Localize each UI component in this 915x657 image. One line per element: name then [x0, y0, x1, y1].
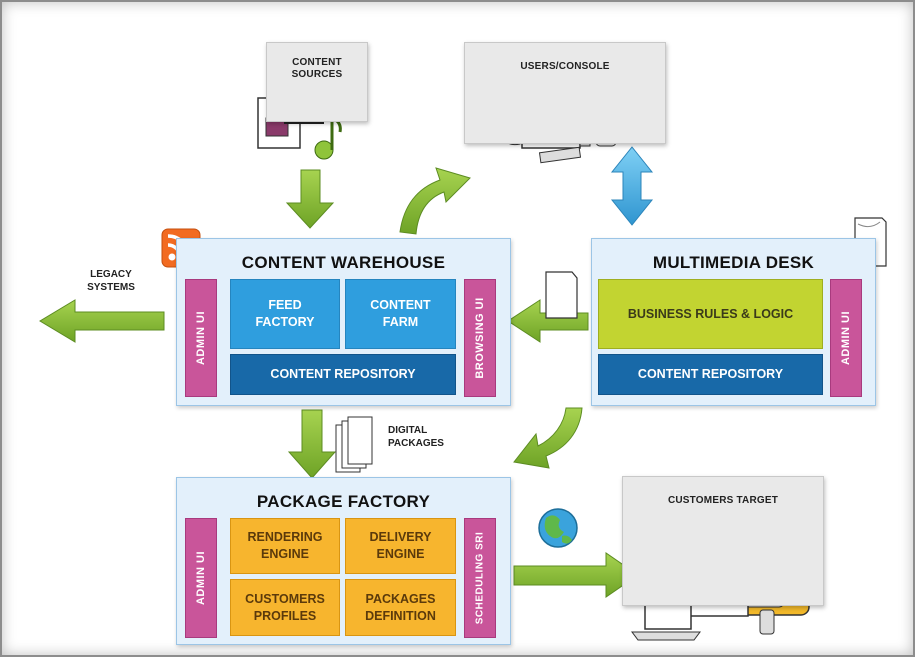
delivery-engine-block: DELIVERY ENGINE	[345, 518, 456, 574]
rendering-engine-block: RENDERING ENGINE	[230, 518, 340, 574]
package-factory-panel: PACKAGE FACTORY ADMIN UI RENDERING ENGIN…	[176, 477, 511, 645]
arrow-users-multimedia	[610, 146, 654, 226]
users-console-box: USERS/CONSOLE	[464, 42, 666, 144]
multimedia-content-repository-block: CONTENT REPOSITORY	[598, 354, 823, 395]
warehouse-admin-ui-label: ADMIN UI	[195, 310, 207, 366]
arrow-sources-to-warehouse	[285, 169, 335, 229]
multimedia-desk-title: MULTIMEDIA DESK	[652, 253, 815, 272]
scheduling-sri-label: SCHEDULING SRI	[474, 531, 486, 625]
multimedia-desk-panel: MULTIMEDIA DESK BUSINESS RULES & LOGIC C…	[591, 238, 876, 406]
customers-target-label: CUSTOMERS TARGET	[667, 495, 779, 506]
warehouse-browsing-ui-bar: BROWSING UI	[464, 279, 496, 397]
arrow-multimedia-to-warehouse	[507, 299, 589, 343]
customers-profiles-block: CUSTOMERS PROFILES	[230, 579, 340, 636]
content-warehouse-title: CONTENT WAREHOUSE	[241, 253, 446, 272]
content-sources-label: CONTENT SOURCES	[291, 57, 343, 80]
multimedia-admin-ui-label: ADMIN UI	[840, 310, 852, 366]
content-warehouse-panel: CONTENT WAREHOUSE ADMIN UI BROWSING UI F…	[176, 238, 511, 406]
package-admin-ui-bar: ADMIN UI	[185, 518, 217, 638]
warehouse-browsing-ui-label: BROWSING UI	[474, 297, 486, 379]
feed-factory-block: FEED FACTORY	[230, 279, 340, 349]
globe-icon	[538, 508, 578, 548]
arrow-package-to-customers	[513, 552, 639, 598]
multimedia-admin-ui-bar: ADMIN UI	[830, 279, 862, 397]
users-console-label: USERS/CONSOLE	[520, 61, 610, 72]
arrow-warehouse-to-users	[399, 167, 471, 235]
package-admin-ui-label: ADMIN UI	[195, 550, 207, 606]
arrow-warehouse-to-package	[287, 409, 337, 479]
scheduling-sri-bar: SCHEDULING SRI	[464, 518, 496, 638]
warehouse-admin-ui-bar: ADMIN UI	[185, 279, 217, 397]
arrow-warehouse-to-legacy	[39, 299, 165, 343]
packages-definition-block: PACKAGES DEFINITION	[345, 579, 456, 636]
content-farm-block: CONTENT FARM	[345, 279, 456, 349]
arrow-multimedia-to-package	[513, 407, 583, 469]
digital-packages-label: DIGITAL PACKAGES	[388, 425, 444, 449]
package-factory-title: PACKAGE FACTORY	[256, 492, 431, 511]
legacy-systems-label: LEGACY SYSTEMS	[87, 269, 135, 293]
customers-target-box: CUSTOMERS TARGET	[622, 476, 824, 606]
content-sources-box: CONTENT SOURCES	[266, 42, 368, 122]
warehouse-content-repository-block: CONTENT REPOSITORY	[230, 354, 456, 395]
document-icon	[335, 416, 373, 473]
document-icon	[545, 271, 578, 319]
business-rules-block: BUSINESS RULES & LOGIC	[598, 279, 823, 349]
